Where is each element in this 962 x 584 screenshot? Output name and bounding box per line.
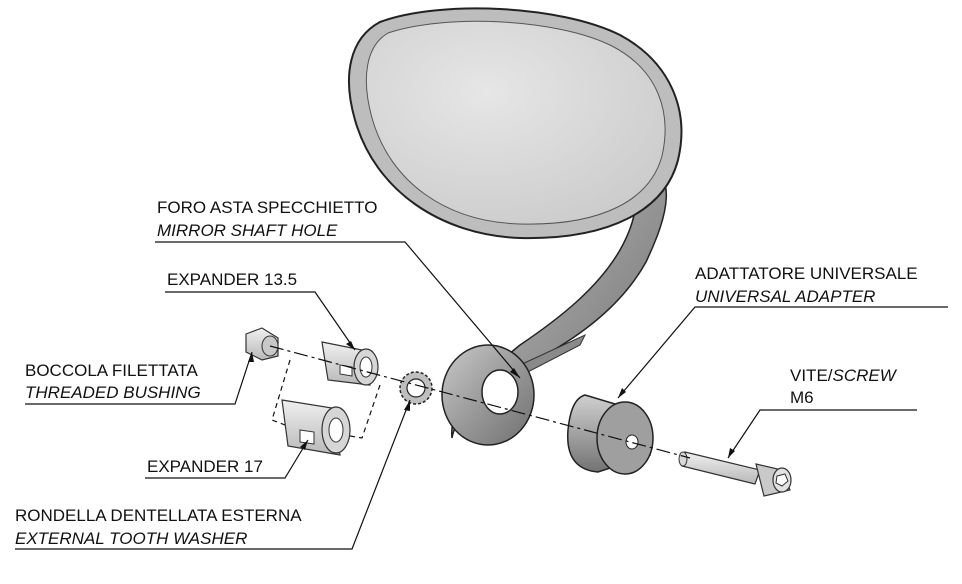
expander-alternative-bracket [271,359,291,426]
leader-threaded-bushing [25,351,253,405]
screw-m6 [678,451,792,497]
mirror-glass [365,20,666,225]
label-screw-en: SCREW [832,366,896,385]
label-expander-17: EXPANDER 17 [147,457,263,476]
label-tooth-washer-en: EXTERNAL TOOTH WASHER [15,529,248,548]
label-mirror-shaft-hole-en: MIRROR SHAFT HOLE [157,221,338,240]
leader-universal-adapter [617,306,948,399]
leader-screw [727,409,917,459]
leader-mirror-shaft-hole [155,241,521,379]
leader-tooth-washer [15,399,411,550]
label-screw-it: VITE/ [790,366,833,385]
universal-adapter [566,394,654,475]
label-tooth-washer-it: RONDELLA DENTELLATA ESTERNA [15,506,302,525]
mirror-shaft-hole [481,369,519,415]
label-screw: VITE/SCREW [790,366,896,386]
leader-expander-17 [145,439,309,479]
external-tooth-washer [399,371,433,405]
label-threaded-bushing-en: THREADED BUSHING [25,383,201,402]
label-threaded-bushing-it: BOCCOLA FILETTATA [25,361,198,380]
label-mirror-shaft-hole-it: FORO ASTA SPECCHIETTO [157,198,378,217]
label-screw-size: M6 [790,388,814,407]
label-expander-13-5: EXPANDER 13.5 [167,270,298,289]
assembly-axis [269,345,691,459]
label-universal-adapter-en: UNIVERSAL ADAPTER [695,287,876,306]
label-universal-adapter-it: ADATTATORE UNIVERSALE [695,264,918,283]
leader-expander-13-5 [165,291,356,351]
